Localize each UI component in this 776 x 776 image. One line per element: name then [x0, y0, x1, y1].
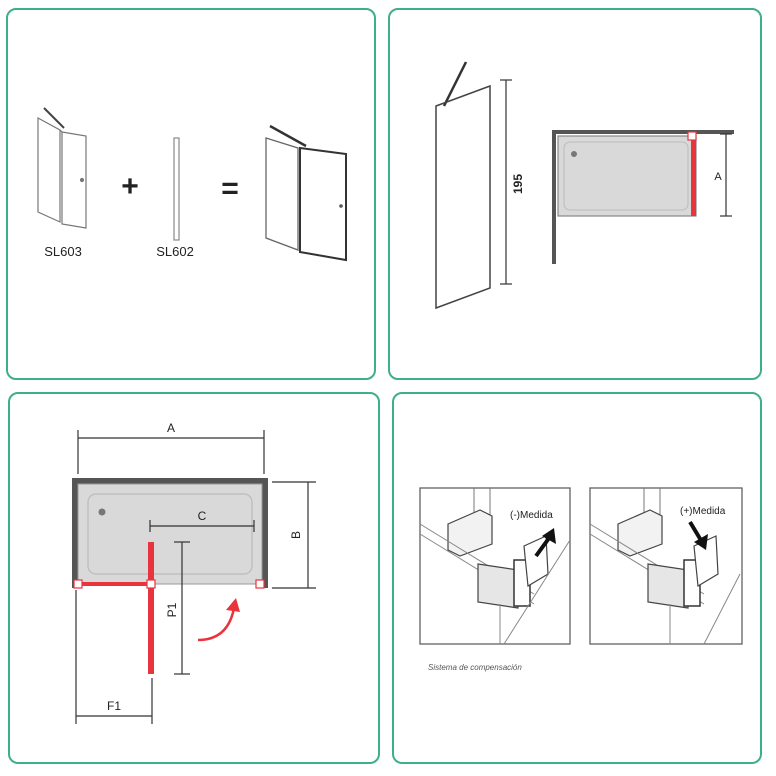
sl603-label: SL603	[44, 244, 82, 259]
dimension-b-label: B	[289, 531, 303, 539]
dimension-p1	[174, 541, 190, 675]
compensation-caption: Sistema de compensación	[428, 663, 522, 672]
dimension-a-label: A	[167, 421, 175, 435]
dimension-c	[149, 520, 255, 532]
product-composition-panel: SL603 + SL602 =	[6, 8, 376, 380]
dimension-b	[272, 481, 316, 589]
dimension-a	[77, 430, 265, 474]
depth-label: A	[714, 171, 722, 183]
door-panel-highlight	[148, 542, 154, 674]
sl603-screen-icon	[37, 107, 87, 229]
dimension-p1-label: P1	[165, 602, 179, 617]
height-dimension	[500, 79, 512, 285]
floor-plan-panel: A B C P1	[8, 392, 380, 764]
height-label: 195	[511, 174, 525, 194]
top-view-plan	[552, 130, 734, 264]
equals-symbol: =	[221, 172, 239, 205]
product-composition-drawing: SL603 + SL602 =	[37, 107, 347, 262]
sl602-label: SL602	[156, 244, 194, 259]
dimension-f1	[75, 590, 153, 724]
compensation-panel: (-)Medida (+)Medida Sistema de compensac…	[392, 392, 762, 764]
dimension-c-label: C	[198, 509, 207, 523]
compensation-drawing: (-)Medida (+)Medida Sistema de compensac…	[419, 487, 743, 672]
minus-measure-label: (-)Medida	[510, 510, 553, 521]
minus-detail	[419, 487, 571, 645]
dimension-f1-label: F1	[107, 699, 121, 713]
sl602-bar-icon	[173, 137, 180, 241]
plus-symbol: +	[121, 170, 139, 203]
floor-plan-drawing: A B C P1	[72, 421, 316, 724]
plus-measure-label: (+)Medida	[680, 506, 726, 517]
glass-screen-icon	[435, 61, 491, 310]
combined-screen-icon	[265, 124, 347, 262]
opening-arrow-icon	[197, 598, 240, 642]
wall-installation-drawing: 195 A	[435, 61, 734, 310]
wall-installation-panel: 195 A	[388, 8, 762, 380]
plus-detail	[589, 487, 743, 645]
glass-panel-highlight	[691, 136, 696, 216]
depth-dimension	[720, 133, 732, 217]
fixed-panel-highlight	[78, 582, 150, 586]
